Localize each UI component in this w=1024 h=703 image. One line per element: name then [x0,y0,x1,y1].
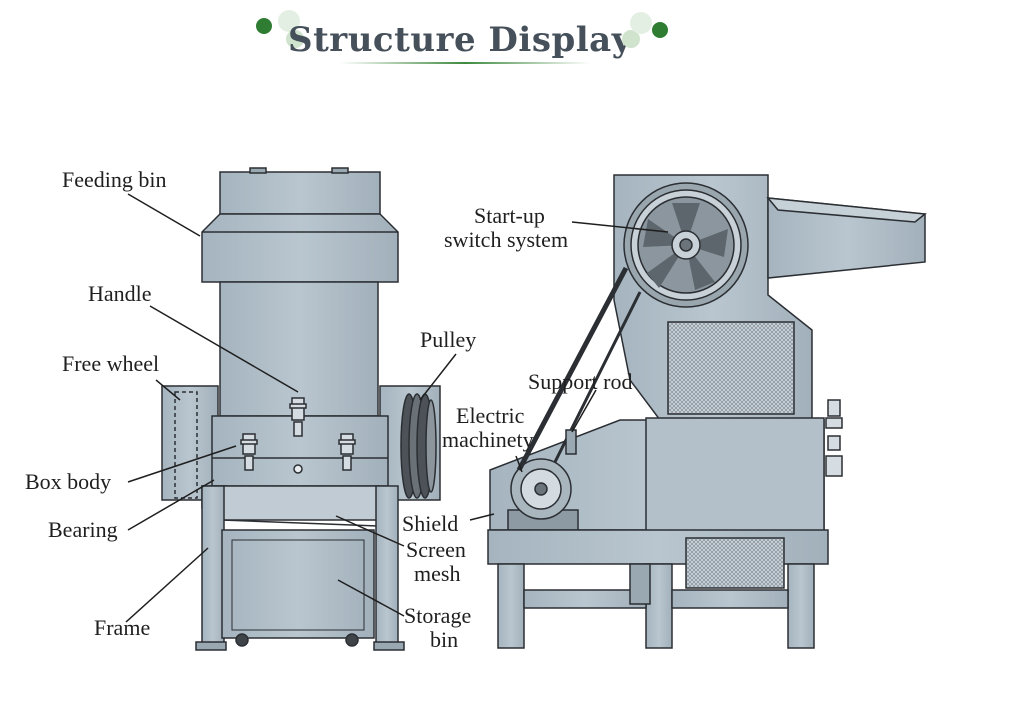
label-handle: Handle [88,281,152,306]
side-mesh [685,537,785,589]
title-underline [340,62,590,64]
label-screen-mesh: Screen [406,537,466,562]
feeding-bin-top [219,171,381,215]
label-free-wheel: Free wheel [62,351,160,376]
label-feeding-bin: Feeding bin [62,167,167,192]
hopper-neck [219,281,379,417]
label-pulley: Pulley [420,327,477,352]
label-electric-machinery: Electric [456,403,525,428]
label-electric-machinery-line2: machinety [442,427,534,452]
label-frame: Frame [94,615,151,640]
label-bearing: Bearing [48,517,118,542]
label-start-up-switch-line2: switch system [444,227,569,252]
label-start-up-switch: Start-up [474,203,545,228]
front-view-machine [161,167,441,651]
label-shield: Shield [402,511,459,536]
label-support-rod: Support rod [528,369,633,394]
decor-dot-icon [286,30,304,48]
label-storage-bin: Storage [404,603,472,628]
decor-dot-icon [652,22,668,38]
handle-clamps [240,397,356,471]
leader-lines [125,193,669,623]
title-block: Structure Display [250,8,670,68]
decor-dot-icon [630,12,652,34]
decor-dot-icon [278,10,300,32]
support-rod [565,429,577,455]
frame-left-leg [201,485,225,649]
feeding-bin [201,213,399,283]
label-screen-mesh-line2: mesh [414,561,461,586]
page-title: Structure Display [288,20,632,60]
decor-dot-icon [622,30,640,48]
decor-dot-icon [256,18,272,34]
label-storage-bin-line2: bin [430,627,459,652]
storage-bin [221,529,375,639]
mesh-window [667,321,795,415]
frame-right-leg [375,485,399,649]
pulley-wheels [400,393,437,499]
screen-mesh-chute [221,485,379,521]
label-box-body: Box body [25,469,112,494]
side-view-machine [487,174,927,649]
start-up-pulley [623,182,749,308]
